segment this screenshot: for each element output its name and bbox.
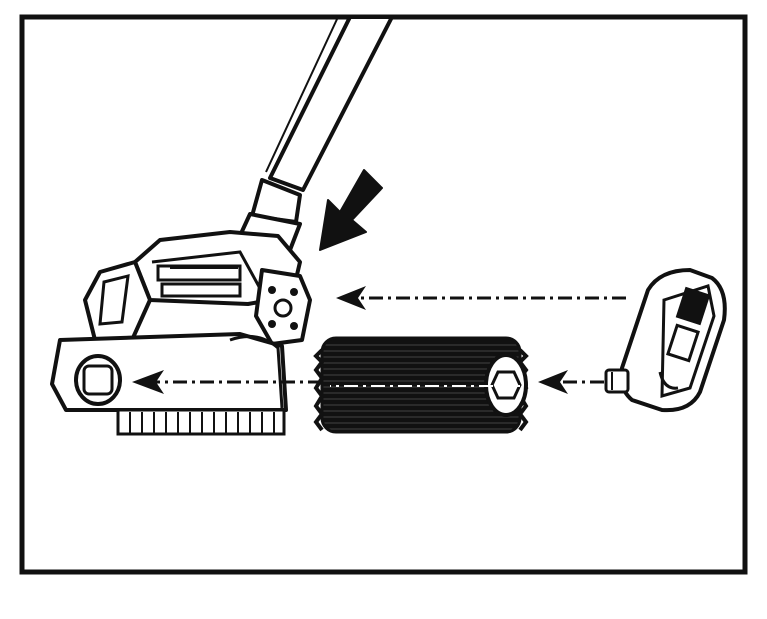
end-cap (604, 268, 727, 413)
press-down-arrow (319, 169, 383, 251)
end-cap-arrow (336, 286, 626, 310)
cap-to-brush-arrow (538, 370, 604, 394)
brush-insert-arrow (132, 370, 520, 394)
motor-head (50, 230, 312, 436)
